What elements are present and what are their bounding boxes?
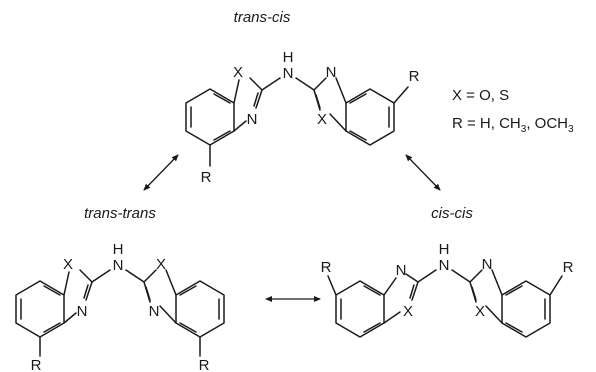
- legend-r: R = H, CH3, OCH3: [452, 115, 574, 135]
- atom-h-tt: H: [113, 241, 124, 258]
- atom-r-tt-right: R: [199, 357, 210, 372]
- atom-n-tt-right: N: [149, 303, 160, 320]
- label-cis-cis: cis-cis: [431, 205, 473, 222]
- atom-n-left: N: [247, 111, 258, 128]
- atom-r-right: R: [409, 68, 420, 85]
- atom-r-tt-left: R: [31, 357, 42, 372]
- atom-n-bridge: N: [283, 65, 294, 82]
- legend-x: X = O, S: [452, 87, 509, 104]
- atom-n-cc-left: N: [396, 262, 407, 279]
- molecule-cis-cis: R N X H N N X R: [321, 241, 574, 338]
- atom-x-cc-right: X: [475, 303, 485, 320]
- atom-h: H: [283, 49, 294, 66]
- atom-r-cc-left: R: [321, 259, 332, 276]
- atom-x-tt-left: X: [63, 256, 73, 273]
- atom-n-cc-right: N: [482, 256, 493, 273]
- atom-h-cc: H: [439, 241, 450, 258]
- atom-n-tt-bridge: N: [113, 257, 124, 274]
- molecule-trans-cis: X N H N N X R R: [185, 49, 420, 186]
- atom-x-cc-left: X: [403, 303, 413, 320]
- atom-r-cc-right: R: [563, 259, 574, 276]
- label-trans-cis: trans-cis: [234, 9, 291, 26]
- atom-x-tt-right: X: [156, 256, 166, 273]
- molecule-trans-trans: X N H N X N R R: [15, 241, 225, 372]
- atom-n-tt-left: N: [77, 303, 88, 320]
- atom-n-right: N: [326, 64, 337, 81]
- atom-x-left: X: [233, 64, 243, 81]
- atom-x-right: X: [317, 111, 327, 128]
- atom-n-cc-bridge: N: [439, 257, 450, 274]
- equilibrium-arrow-left: [143, 154, 179, 191]
- label-trans-trans: trans-trans: [84, 205, 156, 222]
- atom-r-left: R: [201, 169, 212, 186]
- equilibrium-arrow-right: [405, 154, 441, 191]
